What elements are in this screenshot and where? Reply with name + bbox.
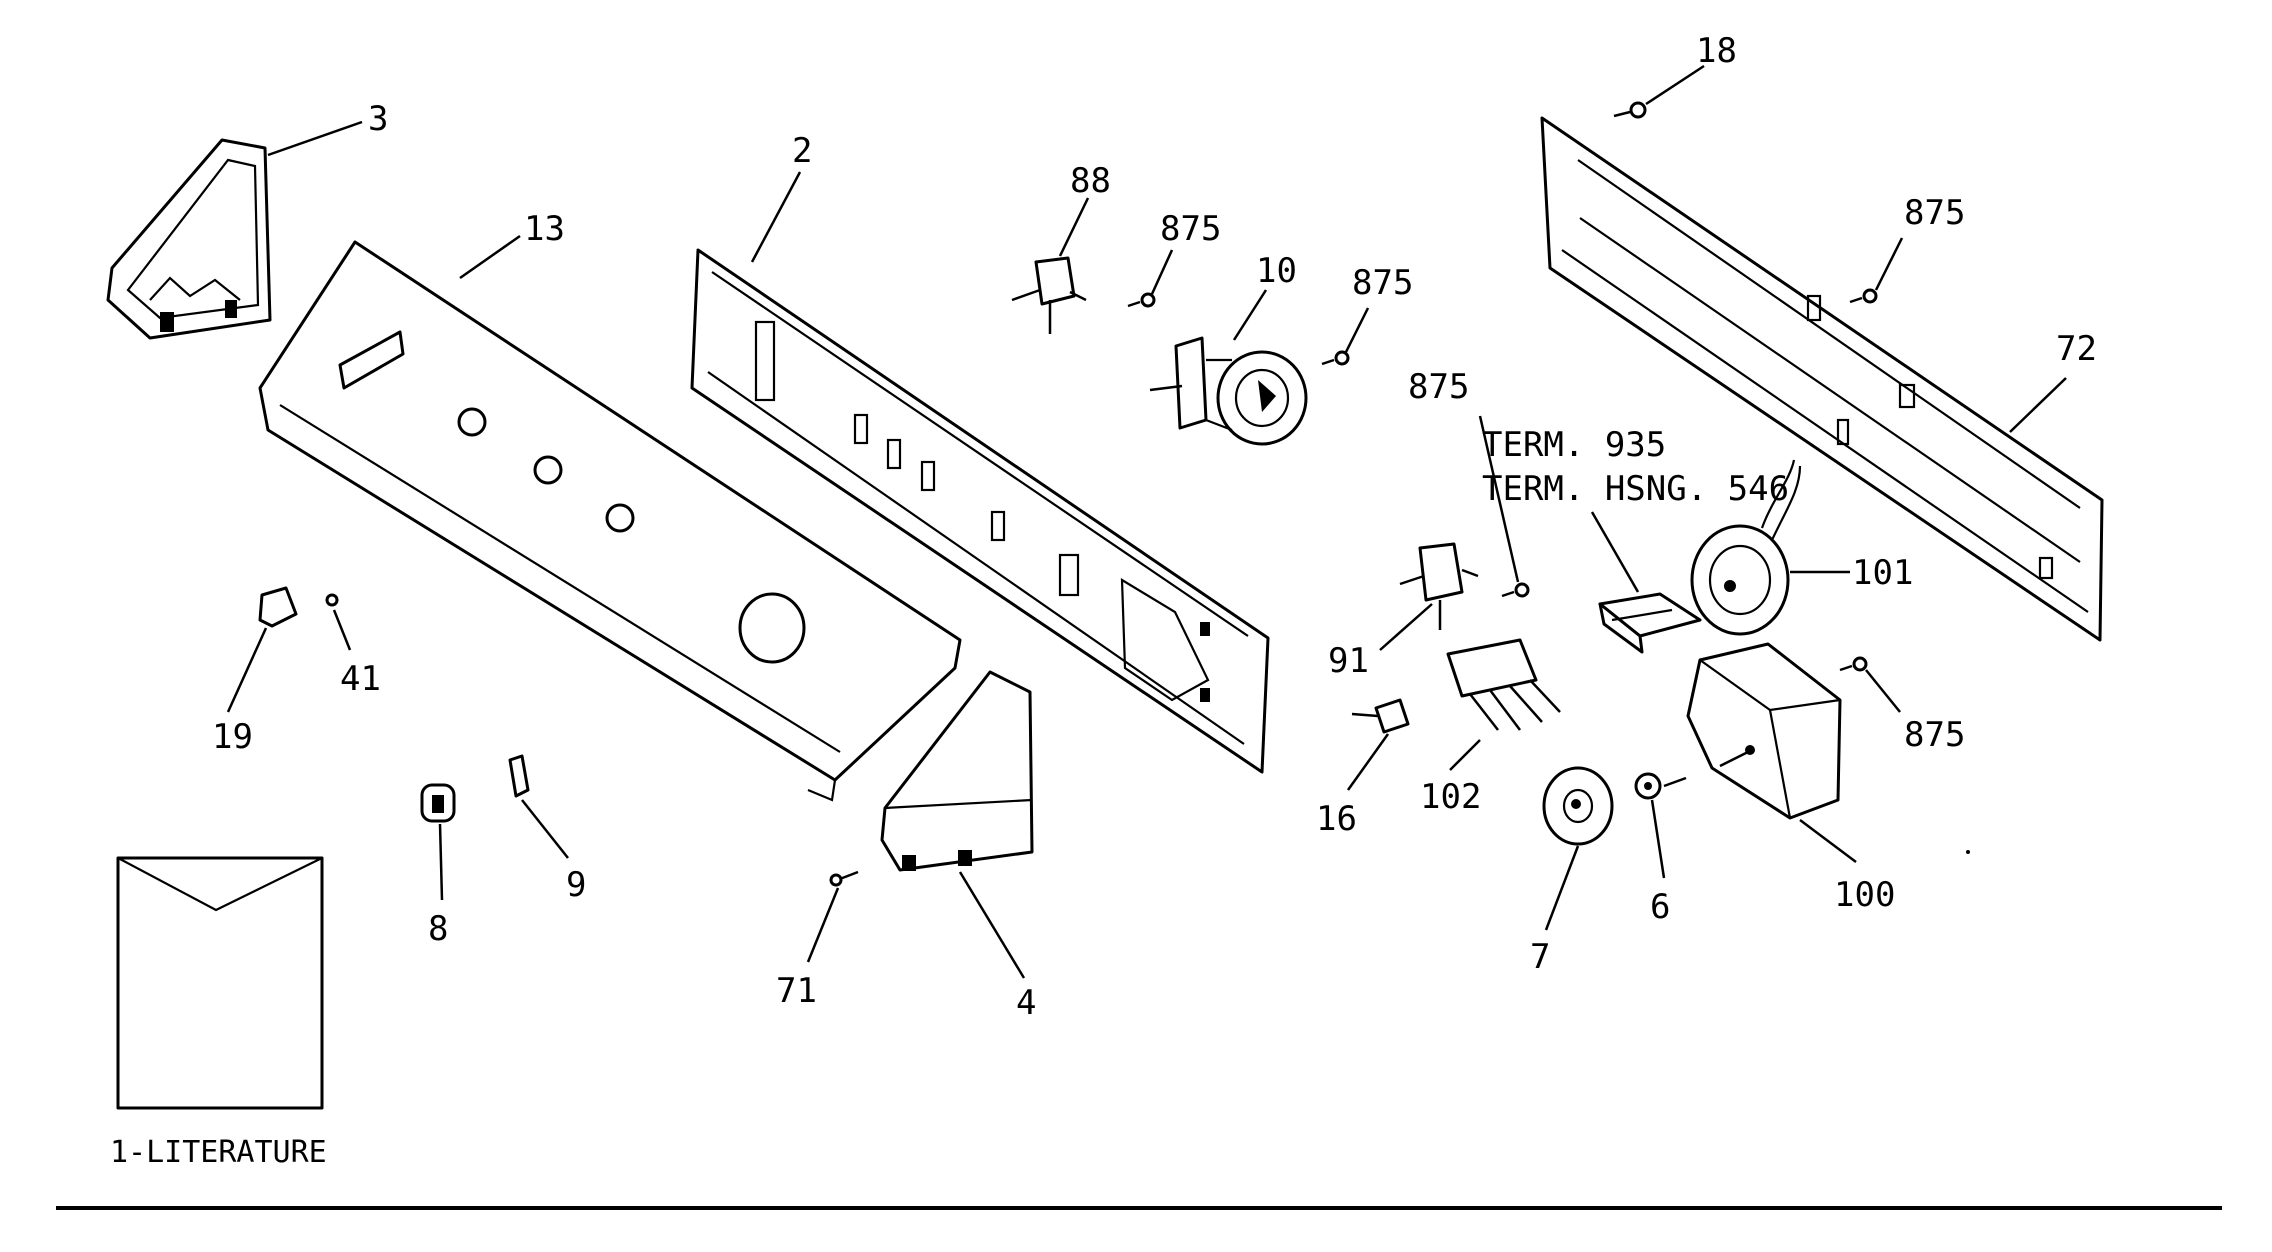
part-875-screw-d xyxy=(1839,656,1868,672)
leader-2 xyxy=(750,171,802,263)
leader-875-d xyxy=(1865,669,1901,713)
part-546-terminal-housing xyxy=(1598,592,1702,654)
part-10-assembly xyxy=(1149,336,1308,446)
leader-71 xyxy=(806,887,840,963)
part-7-dial xyxy=(1542,766,1614,846)
leader-102 xyxy=(1449,739,1481,771)
leader-7 xyxy=(1544,845,1580,931)
label-3: 3 xyxy=(368,99,388,139)
part-41-spring xyxy=(325,593,339,607)
label-41: 41 xyxy=(340,659,381,699)
label-10: 10 xyxy=(1256,251,1297,291)
label-72: 72 xyxy=(2056,329,2097,369)
leader-10 xyxy=(1232,289,1268,341)
leader-875-c xyxy=(1874,237,1904,291)
leader-16 xyxy=(1346,733,1390,791)
leader-6-shaft xyxy=(1663,776,1687,788)
label-2: 2 xyxy=(792,131,812,171)
part-13-console-panel xyxy=(258,240,962,802)
label-8: 8 xyxy=(428,909,448,949)
label-6: 6 xyxy=(1650,887,1670,927)
label-19: 19 xyxy=(212,717,253,757)
leader-18 xyxy=(1645,64,1705,106)
label-875-e: 875 xyxy=(1408,367,1469,407)
part-18-screw xyxy=(1613,101,1647,119)
part-4-right-end-cap xyxy=(880,670,1034,872)
part-16-key xyxy=(1351,698,1410,734)
label-101: 101 xyxy=(1852,553,1913,593)
speck xyxy=(1966,850,1970,854)
part-72-rear-panel xyxy=(1540,116,2104,642)
label-102: 102 xyxy=(1420,777,1481,817)
part-100-timer xyxy=(1686,642,1842,820)
leader-4 xyxy=(958,871,1026,979)
leader-91 xyxy=(1379,603,1433,651)
leader-100 xyxy=(1799,819,1857,863)
leader-13 xyxy=(459,234,521,280)
part-875-screw-e xyxy=(1501,582,1530,598)
label-875-b: 875 xyxy=(1352,263,1413,303)
label-9: 9 xyxy=(566,865,586,905)
part-875-screw-a xyxy=(1127,292,1156,308)
part-8-knob xyxy=(420,783,456,823)
label-71: 71 xyxy=(776,971,817,1011)
part-71-screw xyxy=(829,870,859,887)
part-101-timer-motor xyxy=(1690,459,1802,636)
leader-term-hsng xyxy=(1590,511,1640,593)
label-4: 4 xyxy=(1016,983,1036,1023)
part-102-connector xyxy=(1446,638,1561,731)
label-875-a: 875 xyxy=(1160,209,1221,249)
leader-875-a xyxy=(1150,249,1174,295)
leader-6 xyxy=(1650,799,1666,879)
label-term-935: TERM. 935 xyxy=(1482,425,1666,465)
label-term-hsng-546: TERM. HSNG. 546 xyxy=(1482,469,1789,509)
leader-9 xyxy=(521,799,569,859)
label-88: 88 xyxy=(1070,161,1111,201)
part-6-nut xyxy=(1634,772,1662,800)
leader-72 xyxy=(2009,377,2067,433)
part-9-clip xyxy=(508,754,530,798)
leader-8 xyxy=(438,823,444,901)
label-16: 16 xyxy=(1316,799,1357,839)
label-875-c: 875 xyxy=(1904,193,1965,233)
label-100: 100 xyxy=(1834,875,1895,915)
leader-875-b xyxy=(1344,307,1370,353)
label-91: 91 xyxy=(1328,641,1369,681)
part-88-switch xyxy=(1011,256,1087,334)
part-2-control-bracket xyxy=(690,248,1270,774)
leader-19 xyxy=(226,627,268,713)
leader-88 xyxy=(1058,197,1090,257)
part-875-screw-b xyxy=(1321,350,1350,366)
part-91-switch xyxy=(1399,542,1479,630)
label-13: 13 xyxy=(524,209,565,249)
label-1-literature: 1-LITERATURE xyxy=(110,1135,327,1170)
leader-875-e xyxy=(1478,415,1520,583)
label-7: 7 xyxy=(1530,937,1550,977)
leader-41 xyxy=(332,609,352,651)
part-3-left-end-cap xyxy=(106,138,272,340)
part-19-knob xyxy=(258,586,298,628)
literature-envelope xyxy=(116,856,324,1110)
label-875-d: 875 xyxy=(1904,715,1965,755)
leader-3 xyxy=(267,120,363,157)
part-875-screw-c xyxy=(1849,288,1878,304)
label-18: 18 xyxy=(1696,31,1737,71)
